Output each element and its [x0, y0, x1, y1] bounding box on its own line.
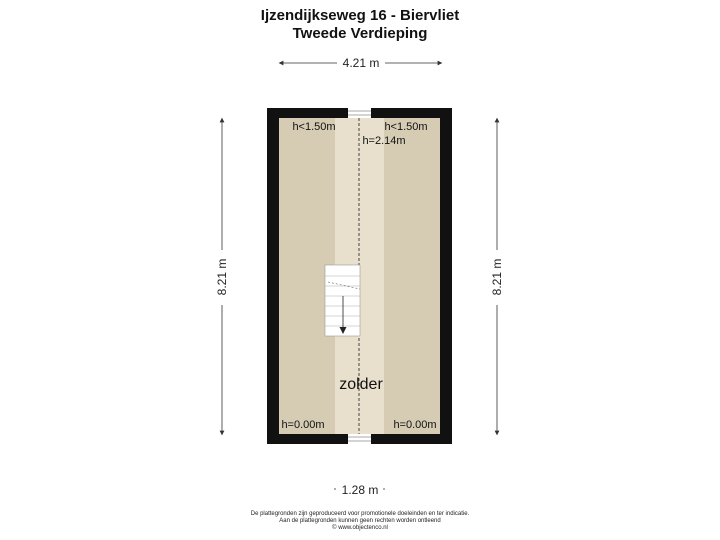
- page-title: Ijzendijkseweg 16 - Biervliet: [260, 7, 460, 24]
- height-label-top-right: h<1.50m: [384, 121, 427, 133]
- copyright: © www.objectenco.nl: [332, 525, 388, 531]
- dimension-top-label: 4.21 m: [343, 56, 380, 70]
- window-top: [348, 108, 371, 118]
- window-bottom: [348, 434, 371, 444]
- room-name: zolder: [339, 376, 383, 393]
- dimension-right: 8.21 m: [490, 117, 504, 436]
- page-subtitle: Tweede Verdieping: [292, 25, 428, 42]
- stair-direction-icon: [339, 327, 347, 334]
- dimension-bottom-label: 1.28 m: [342, 483, 379, 497]
- height-label-center: h=2.14m: [362, 135, 405, 147]
- dimension-right-label: 8.21 m: [490, 259, 504, 296]
- disclaimer-line-2: Aan de plattegronden kunnen geen rechten…: [279, 518, 441, 524]
- height-label-top-left: h<1.50m: [292, 121, 335, 133]
- dimension-left: 8.21 m: [215, 117, 229, 436]
- height-label-bottom-right: h=0.00m: [393, 419, 436, 431]
- stairs: [324, 264, 361, 337]
- dimension-top: 4.21 m: [278, 56, 443, 70]
- height-label-bottom-left: h=0.00m: [281, 419, 324, 431]
- disclaimer-line-1: De plattegronden zijn geproduceerd voor …: [250, 511, 470, 517]
- dimension-bottom: 1.28 m: [334, 483, 385, 497]
- dimension-left-label: 8.21 m: [215, 259, 229, 296]
